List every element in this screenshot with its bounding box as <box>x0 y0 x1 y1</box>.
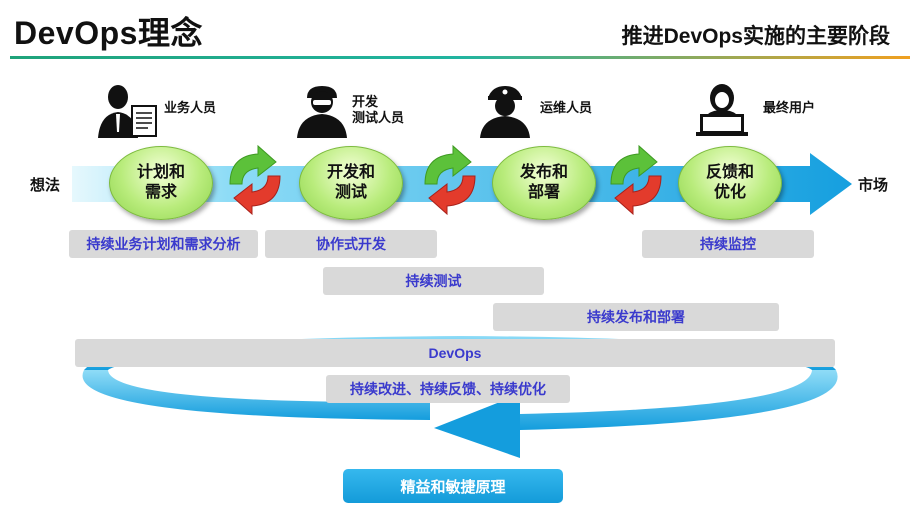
lean-agile-button: 精益和敏捷原理 <box>343 469 563 503</box>
cycle-arrows-icon <box>424 144 476 216</box>
practice-box: 持续监控 <box>642 230 814 258</box>
stage-release-deploy: 发布和 部署 <box>492 146 596 220</box>
cycle-arrows-icon <box>610 144 662 216</box>
operator-icon <box>480 86 530 138</box>
developer-icon <box>297 86 347 138</box>
practice-box: 持续业务计划和需求分析 <box>69 230 258 258</box>
role-label-business: 业务人员 <box>164 100 217 115</box>
practice-box: 持续测试 <box>323 267 544 295</box>
flow-start-label: 想法 <box>30 177 61 194</box>
devops-bar: DevOps <box>75 339 835 367</box>
businessman-icon <box>98 85 157 138</box>
stage-feedback-optimize: 反馈和 优化 <box>678 146 782 220</box>
end-user-icon <box>696 84 748 136</box>
role-label-dev-test: 开发 测试人员 <box>352 94 405 125</box>
flow-end-label: 市场 <box>858 177 889 194</box>
role-label-end-user: 最终用户 <box>763 100 816 115</box>
cycle-arrows-icon <box>229 144 281 216</box>
stage-dev-test: 开发和 测试 <box>299 146 403 220</box>
page-title: DevOps理念 <box>14 15 203 51</box>
practice-box: 协作式开发 <box>265 230 437 258</box>
stage-plan-requirements: 计划和 需求 <box>109 146 213 220</box>
page-subtitle: 推进DevOps实施的主要阶段 <box>621 25 890 48</box>
practice-box: 持续改进、持续反馈、持续优化 <box>326 375 570 403</box>
role-label-ops: 运维人员 <box>540 100 593 115</box>
practice-box: 持续发布和部署 <box>493 303 779 331</box>
header-divider <box>10 56 910 59</box>
